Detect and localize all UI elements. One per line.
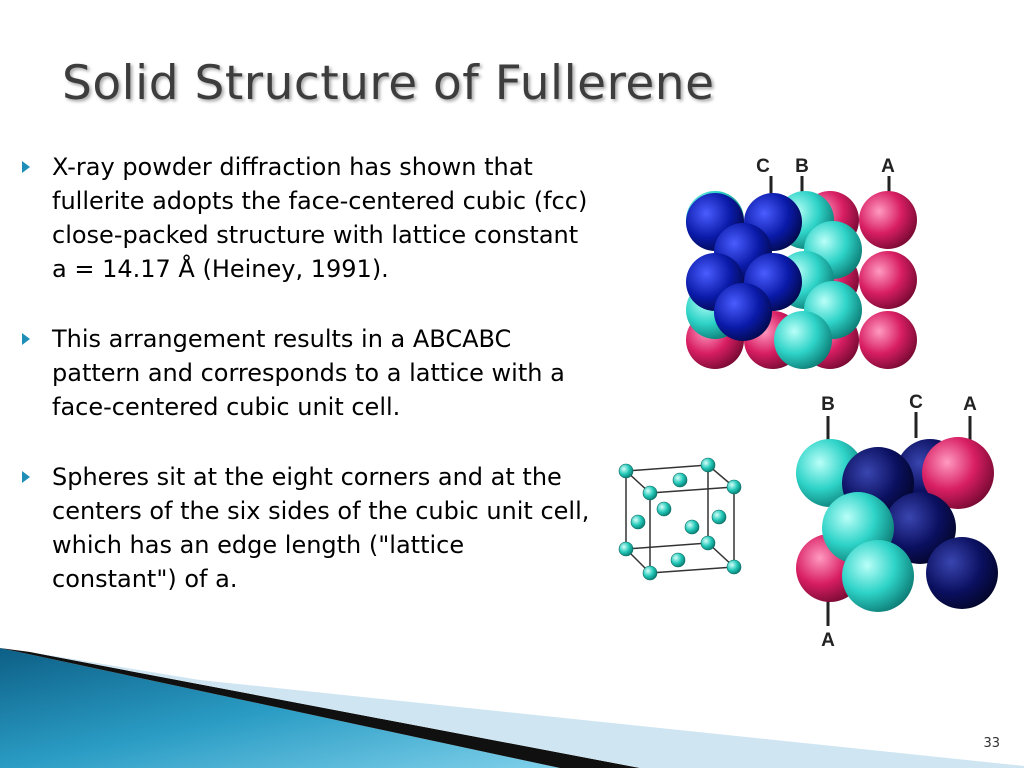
fcc-cube-spheres-figure: B C A A [796,392,998,651]
layer-label-c: C [909,392,923,413]
fcc-unit-cell-figure [618,457,742,581]
layer-label-c: C [756,156,770,177]
bullet-text: This arrangement results in a ABCABC pat… [52,325,565,421]
triangle-bullet-icon [22,333,30,345]
slide-title: Solid Structure of Fullerene [62,56,715,111]
layer-label-a: A [963,394,977,415]
bullet-item: Spheres sit at the eight corners and at … [22,460,592,596]
bullet-list: X-ray powder diffraction has shown that … [22,150,592,632]
bullet-item: X-ray powder diffraction has shown that … [22,150,592,286]
bullet-item: This arrangement results in a ABCABC pat… [22,322,592,424]
abc-layers-figure: C B A [686,156,917,369]
bullet-text: X-ray powder diffraction has shown that … [52,153,588,283]
slide-number: 33 [983,736,1000,751]
triangle-bullet-icon [22,471,30,483]
triangle-bullet-icon [22,161,30,173]
layer-c-spheres [686,193,802,341]
layer-label-a: A [881,156,895,177]
bullet-text: Spheres sit at the eight corners and at … [52,463,590,593]
layer-label-b: B [821,394,835,415]
layer-label-a-bottom: A [821,630,835,651]
layer-label-b: B [795,156,809,177]
cube-spheres [796,437,998,612]
